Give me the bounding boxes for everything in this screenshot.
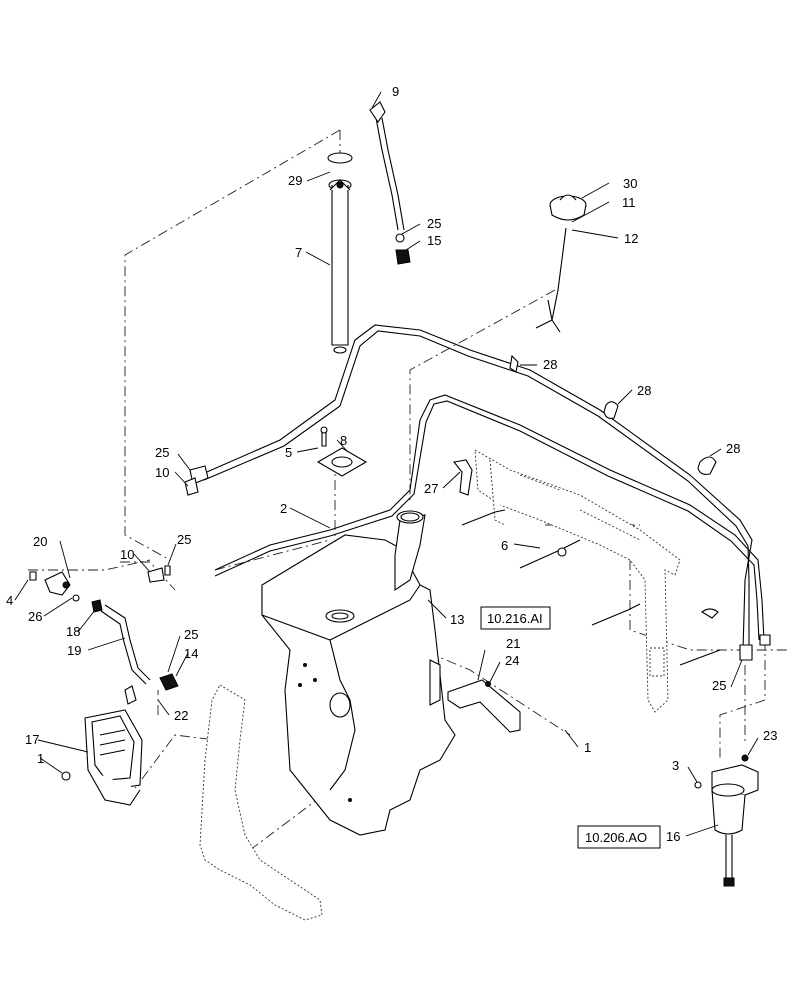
callout-10: 10 — [120, 547, 134, 562]
callout-12: 12 — [624, 231, 638, 246]
callout-28: 28 — [637, 383, 651, 398]
callout-1: 1 — [584, 740, 591, 755]
callout-24: 24 — [505, 653, 519, 668]
callout-17: 17 — [25, 732, 39, 747]
callout-25: 25 — [155, 445, 169, 460]
fuel-tank — [261, 510, 456, 836]
reference-box-10-216-ai[interactable]: 10.216.AI — [480, 606, 551, 630]
left-fittings — [29, 477, 199, 691]
bracket-27 — [452, 459, 473, 496]
filler-cap — [535, 194, 587, 333]
callout-15: 15 — [427, 233, 441, 248]
reference-label[interactable]: 10.216.AI — [487, 611, 543, 626]
callout-29: 29 — [288, 173, 302, 188]
callout-9: 9 — [392, 84, 399, 99]
callout-30: 30 — [623, 176, 637, 191]
callout-20: 20 — [33, 534, 47, 549]
strap-6 — [461, 509, 721, 666]
callout-25: 25 — [177, 532, 191, 547]
callout-2: 2 — [280, 501, 287, 516]
hose-2 — [189, 324, 771, 661]
vent-line — [369, 101, 411, 265]
callout-25: 25 — [427, 216, 441, 231]
callout-22: 22 — [174, 708, 188, 723]
reference-label[interactable]: 10.206.AO — [585, 830, 647, 845]
tank-flange — [316, 426, 368, 477]
fuel-filter — [694, 754, 759, 887]
callout-10: 10 — [155, 465, 169, 480]
fuel-sender — [327, 152, 353, 354]
callout-25: 25 — [184, 627, 198, 642]
callout-8: 8 — [340, 433, 347, 448]
callout-4: 4 — [6, 593, 13, 608]
callout-25: 25 — [712, 678, 726, 693]
callout-11: 11 — [622, 195, 636, 210]
leader-lines — [14, 91, 759, 837]
callout-27: 27 — [424, 481, 438, 496]
callout-21: 21 — [506, 636, 520, 651]
hose-clips — [509, 354, 719, 619]
callout-13: 13 — [450, 612, 464, 627]
callout-18: 18 — [66, 624, 80, 639]
callout-14: 14 — [184, 646, 198, 661]
callout-23: 23 — [763, 728, 777, 743]
callout-5: 5 — [285, 445, 292, 460]
callout-28: 28 — [543, 357, 557, 372]
frame-bracket — [474, 449, 681, 713]
callout-19: 19 — [67, 643, 81, 658]
callout-7: 7 — [295, 245, 302, 260]
side-panel — [199, 684, 323, 921]
bracket-21 — [447, 679, 521, 733]
reference-box-10-206-ao[interactable]: 10.206.AO — [577, 825, 661, 849]
callout-26: 26 — [28, 609, 42, 624]
callout-6: 6 — [501, 538, 508, 553]
callout-1: 1 — [37, 751, 44, 766]
callout-3: 3 — [672, 758, 679, 773]
controller — [61, 685, 143, 806]
callout-labels: 1 1 2 3 4 5 6 7 8 9 10 10 11 12 13 14 15… — [6, 84, 777, 844]
callout-28: 28 — [726, 441, 740, 456]
callout-16: 16 — [666, 829, 680, 844]
